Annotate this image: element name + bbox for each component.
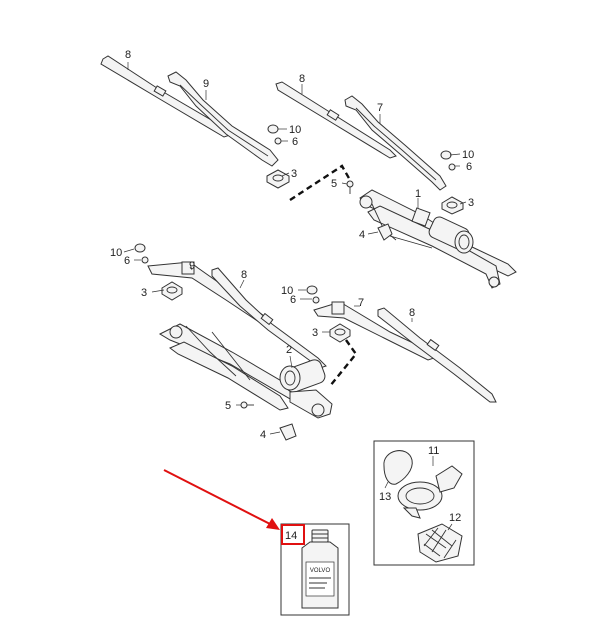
nut-cap-10-top-b xyxy=(440,150,456,171)
nut-cap-10-top-a xyxy=(267,124,282,145)
callout-13: 13 xyxy=(379,491,391,503)
nut-cap-10-mid-left xyxy=(134,243,149,264)
callout-11: 11 xyxy=(428,445,439,457)
callout-labels: 8 9 8 7 10 6 3 10 6 5 1 3 4 10 6 9 8 3 1… xyxy=(110,49,474,542)
wiper-arm-8-top-left xyxy=(100,55,231,138)
grommet-3-mid-right xyxy=(329,323,351,343)
callout-4: 4 xyxy=(260,429,266,441)
callout-3: 3 xyxy=(291,168,297,180)
nut-cap-10-mid-right xyxy=(306,285,320,304)
lower-wiper-assembly xyxy=(134,243,497,441)
highlight-arrow xyxy=(163,469,280,530)
callout-2: 2 xyxy=(286,344,292,356)
wiper-blade-7-top-right xyxy=(344,95,447,191)
wiper-blade-7-mid xyxy=(313,301,435,361)
leader-lines xyxy=(123,62,467,435)
wiper-linkage-frame-1 xyxy=(359,189,517,289)
callout-6: 6 xyxy=(292,136,298,148)
top-wiper-assembly xyxy=(100,55,517,289)
callout-8: 8 xyxy=(409,307,415,319)
callout-9: 9 xyxy=(189,260,195,272)
callout-3: 3 xyxy=(312,327,318,339)
callout-8: 8 xyxy=(125,49,131,61)
callout-6: 6 xyxy=(290,294,296,306)
callout-9: 9 xyxy=(203,78,209,90)
clip-4-top xyxy=(377,223,393,241)
wiper-arm-8-mid xyxy=(211,267,327,369)
inset-washer-fluid: VOLVO xyxy=(280,523,350,616)
wiper-linkage-frame-2 xyxy=(158,323,333,419)
grommet-3-top-a xyxy=(266,169,290,189)
wiper-arm-8-top-right xyxy=(275,81,397,159)
callout-10: 10 xyxy=(289,124,301,136)
wiper-blade-9-top-left xyxy=(167,71,279,167)
callout-7: 7 xyxy=(377,102,383,114)
inset-washer-cap xyxy=(373,440,475,566)
connector-dashed-lower xyxy=(329,339,358,387)
grommet-3-mid-left xyxy=(161,281,183,301)
callout-8: 8 xyxy=(299,73,305,85)
strainer-12 xyxy=(417,523,463,563)
callout-4: 4 xyxy=(359,229,365,241)
callout-12: 12 xyxy=(449,512,461,524)
grommet-3-top-b xyxy=(441,196,464,215)
bottle-brand-label: VOLVO xyxy=(310,568,331,574)
screw-5-lower xyxy=(240,401,254,409)
callout-7: 7 xyxy=(358,297,364,309)
callout-1: 1 xyxy=(415,188,421,200)
screw-5-top xyxy=(346,180,354,194)
connector-dashed-top xyxy=(289,164,352,202)
highlight-box-14 xyxy=(281,524,305,545)
callout-14: 14 xyxy=(285,530,297,542)
callout-5: 5 xyxy=(225,400,231,412)
callout-3: 3 xyxy=(468,197,474,209)
callout-3: 3 xyxy=(141,287,147,299)
callout-8: 8 xyxy=(241,269,247,281)
callout-10: 10 xyxy=(462,149,474,161)
wiper-arm-8-mid-right xyxy=(377,307,497,403)
callout-6: 6 xyxy=(124,255,130,267)
clip-4-lower xyxy=(279,423,297,441)
callout-10: 10 xyxy=(110,247,122,259)
callout-10: 10 xyxy=(281,285,293,297)
seal-13 xyxy=(383,450,413,485)
callout-5: 5 xyxy=(331,178,337,190)
filler-cap-11 xyxy=(397,465,463,519)
washer-fluid-bottle-14: VOLVO xyxy=(301,529,339,609)
callout-6: 6 xyxy=(466,161,472,173)
